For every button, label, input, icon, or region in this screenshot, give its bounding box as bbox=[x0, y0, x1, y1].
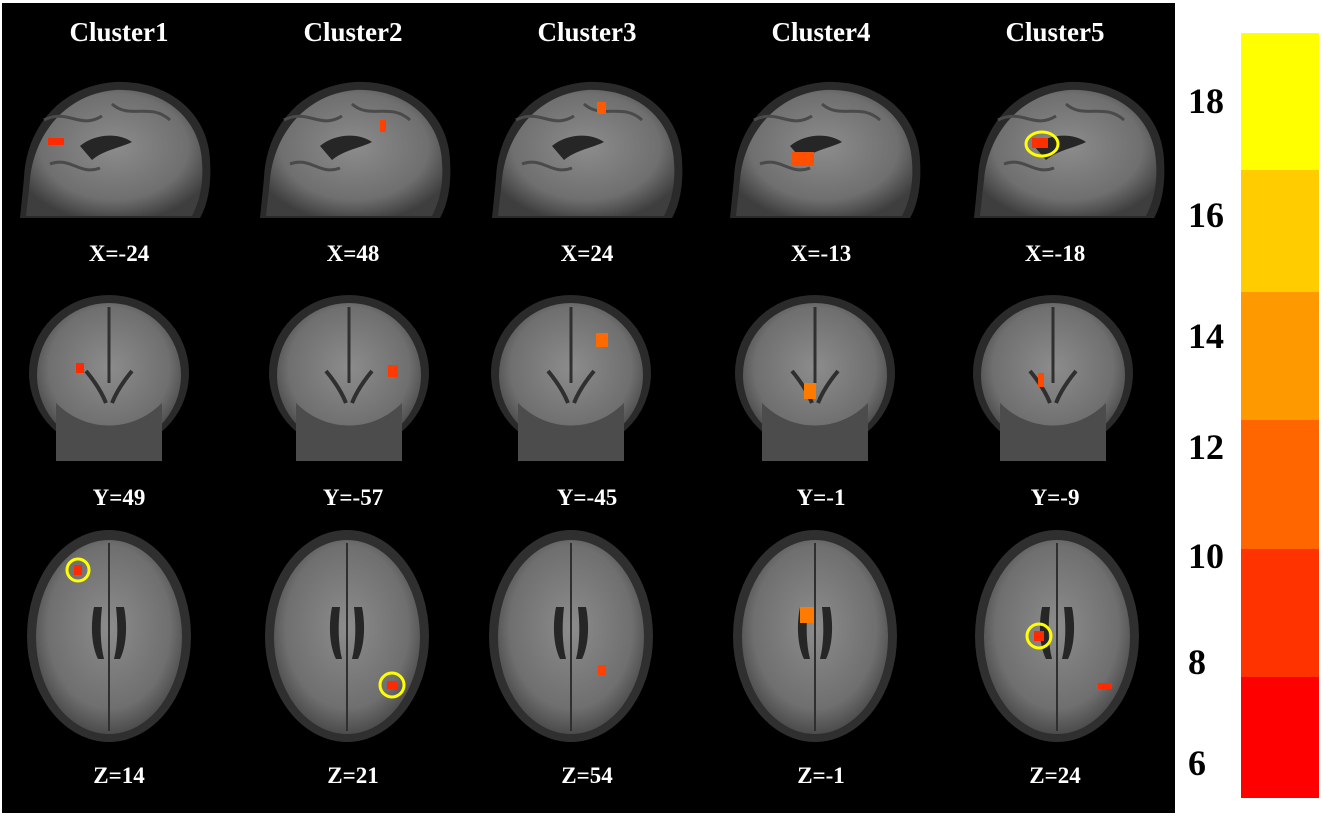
cluster2-sagittal-slice bbox=[250, 68, 456, 220]
cluster1-title: Cluster1 bbox=[69, 17, 169, 47]
colorbar-tick-6: 6 bbox=[1188, 743, 1206, 783]
activation-blob bbox=[380, 120, 386, 132]
highlight-circle bbox=[65, 557, 91, 583]
activation-blob bbox=[596, 333, 608, 347]
cluster5-coronal-slice bbox=[970, 293, 1136, 463]
cluster4-coronal-slice bbox=[732, 293, 898, 463]
colorbar-tick-10: 10 bbox=[1188, 536, 1224, 576]
cluster1-y-coordinate: Y=49 bbox=[92, 485, 146, 510]
activation-blob bbox=[800, 607, 814, 623]
activation-blob bbox=[1038, 373, 1044, 387]
cluster3-coronal-slice bbox=[488, 293, 654, 463]
colorbar-tick-8: 8 bbox=[1188, 642, 1206, 682]
activation-blob bbox=[388, 365, 398, 377]
colorbar-segment bbox=[1241, 33, 1319, 170]
activation-blob bbox=[48, 138, 64, 145]
activation-blob bbox=[1098, 683, 1112, 689]
highlight-circle bbox=[1025, 622, 1053, 650]
cluster3-axial-slice bbox=[486, 527, 656, 745]
activation-blob bbox=[597, 102, 606, 114]
activation-blob bbox=[1034, 631, 1044, 641]
cluster4-sagittal-slice bbox=[720, 68, 926, 220]
activation-blob bbox=[804, 383, 816, 399]
cluster5-z-coordinate: Z=24 bbox=[1029, 763, 1081, 788]
cluster4-z-coordinate: Z=-1 bbox=[797, 763, 845, 788]
brain-slices-panel: Cluster1 Cluster2 Cluster3 Cluster4 Clus… bbox=[2, 3, 1175, 813]
cluster5-y-coordinate: Y=-9 bbox=[1030, 485, 1080, 510]
cluster3-title: Cluster3 bbox=[537, 17, 637, 47]
cluster3-sagittal-slice bbox=[482, 68, 688, 220]
activation-blob bbox=[792, 152, 814, 166]
activation-blob bbox=[76, 363, 84, 373]
activation-blob bbox=[74, 565, 82, 575]
highlight-circle bbox=[1024, 130, 1060, 158]
activation-blob bbox=[387, 681, 397, 689]
colorbar-tick-16: 16 bbox=[1188, 195, 1224, 235]
cluster2-z-coordinate: Z=21 bbox=[327, 763, 379, 788]
colorbar bbox=[1241, 33, 1319, 798]
colorbar-segment bbox=[1241, 292, 1319, 420]
cluster2-y-coordinate: Y=-57 bbox=[322, 485, 384, 510]
colorbar-segment bbox=[1241, 420, 1319, 549]
cluster5-sagittal-slice bbox=[964, 68, 1170, 220]
cluster5-x-coordinate: X=-18 bbox=[1024, 241, 1086, 266]
cluster1-sagittal-slice bbox=[10, 68, 216, 220]
cluster4-axial-slice bbox=[730, 527, 900, 745]
cluster3-x-coordinate: X=24 bbox=[560, 241, 614, 266]
cluster2-axial-slice bbox=[262, 527, 432, 745]
cluster1-axial-slice bbox=[24, 527, 194, 745]
colorbar-segment bbox=[1241, 170, 1319, 292]
cluster1-coronal-slice bbox=[26, 293, 192, 463]
colorbar-segment bbox=[1241, 677, 1319, 798]
activation-blob bbox=[598, 665, 606, 675]
cluster5-axial-slice bbox=[972, 527, 1142, 745]
cluster4-x-coordinate: X=-13 bbox=[790, 241, 852, 266]
cluster4-y-coordinate: Y=-1 bbox=[796, 485, 846, 510]
cluster1-x-coordinate: X=-24 bbox=[88, 241, 150, 266]
colorbar-segment bbox=[1241, 549, 1319, 677]
colorbar-tick-12: 12 bbox=[1188, 427, 1224, 467]
cluster3-z-coordinate: Z=54 bbox=[561, 763, 613, 788]
cluster2-x-coordinate: X=48 bbox=[326, 241, 380, 266]
highlight-circle bbox=[378, 671, 406, 699]
cluster3-y-coordinate: Y=-45 bbox=[556, 485, 618, 510]
cluster4-title: Cluster4 bbox=[771, 17, 871, 47]
cluster2-title: Cluster2 bbox=[303, 17, 403, 47]
cluster2-coronal-slice bbox=[266, 293, 432, 463]
colorbar-tick-14: 14 bbox=[1188, 316, 1224, 356]
cluster1-z-coordinate: Z=14 bbox=[93, 763, 145, 788]
cluster5-title: Cluster5 bbox=[1005, 17, 1105, 47]
colorbar-tick-18: 18 bbox=[1188, 81, 1224, 121]
activation-blob bbox=[1032, 138, 1048, 148]
